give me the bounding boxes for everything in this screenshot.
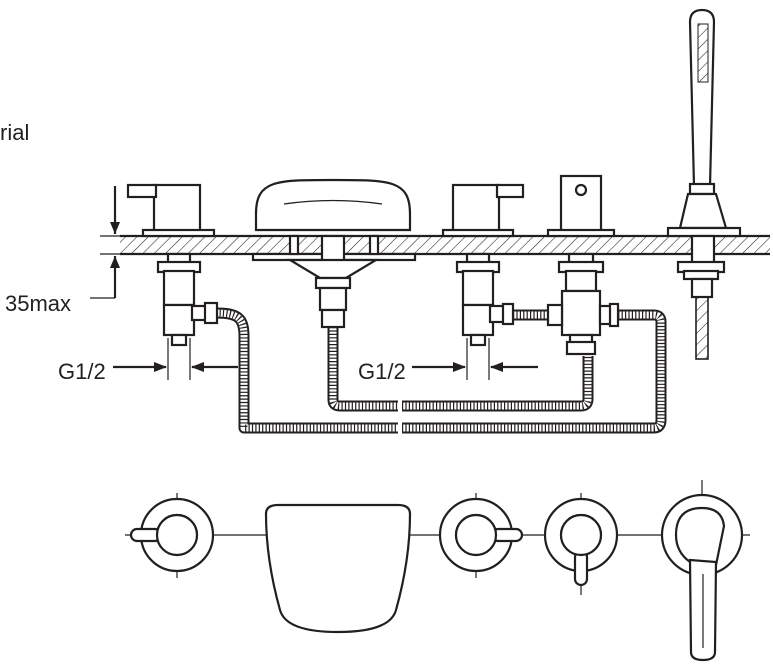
braided-hoses: [215, 307, 667, 434]
left-tap-plan: [129, 493, 215, 578]
spout-plan: [264, 503, 412, 634]
deck-thickness-dimension: [90, 186, 135, 299]
deck-section: [120, 234, 770, 256]
right-tap-side-view: [441, 183, 525, 347]
deck-thickness-label: 35max: [5, 291, 71, 316]
diverter-side-view: [546, 174, 620, 356]
material-label: rial: [0, 120, 29, 145]
thread-dimension-right: [412, 338, 538, 380]
thread-size-label-left: G1/2: [58, 359, 106, 384]
thread-size-label-right: G1/2: [358, 359, 406, 384]
hand-shower-plan: [660, 480, 744, 662]
left-tap-side-view: [126, 183, 219, 347]
hand-shower-side-view: [666, 8, 742, 360]
thread-dimension-left: [113, 338, 238, 380]
diverter-plan: [543, 493, 619, 595]
right-tap-plan: [438, 493, 524, 578]
spout-side-view: [251, 178, 417, 329]
plan-view: [125, 480, 750, 662]
